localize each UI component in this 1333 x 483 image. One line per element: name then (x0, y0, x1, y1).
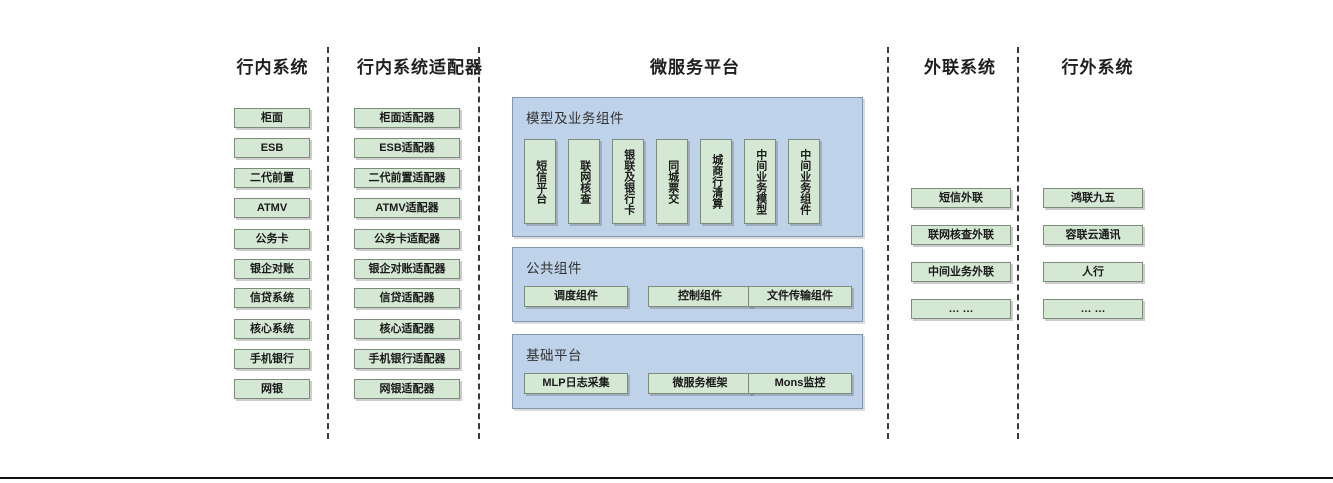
node-internal-adapter[interactable]: 信贷适配器 (354, 288, 460, 308)
node-model-component[interactable]: 中间业务模型 (744, 139, 776, 224)
node-external-liaison[interactable]: … … (911, 299, 1011, 319)
node-internal-adapter[interactable]: ESB适配器 (354, 138, 460, 158)
node-model-component[interactable]: 城商行清算 (700, 139, 732, 224)
node-internal-adapter[interactable]: ATMV适配器 (354, 198, 460, 218)
node-label: 中间业务组件 (798, 148, 811, 215)
node-internal-system[interactable]: 柜面 (234, 108, 310, 128)
column-title-external-liaison: 外联系统 (924, 58, 996, 77)
node-internal-system[interactable]: ATMV (234, 198, 310, 218)
node-internal-adapter[interactable]: 银企对账适配器 (354, 259, 460, 279)
node-internal-system[interactable]: 信贷系统 (234, 288, 310, 308)
node-model-component[interactable]: 银联及银行卡 (612, 139, 644, 224)
divider-2 (478, 47, 480, 439)
column-title-microservice-platform: 微服务平台 (650, 58, 740, 77)
node-base-platform-component[interactable]: MLP日志采集 (524, 373, 628, 394)
panel-public-components: 公共组件 (512, 247, 863, 322)
node-outside-system[interactable]: 鸿联九五 (1043, 188, 1143, 208)
node-internal-adapter[interactable]: 公务卡适配器 (354, 229, 460, 249)
node-outside-system[interactable]: 容联云通讯 (1043, 225, 1143, 245)
node-model-component[interactable]: 中间业务组件 (788, 139, 820, 224)
node-external-liaison[interactable]: 短信外联 (911, 188, 1011, 208)
node-model-component[interactable]: 短信平台 (524, 139, 556, 224)
node-internal-system[interactable]: 公务卡 (234, 229, 310, 249)
node-public-component[interactable]: 文件传输组件 (748, 286, 852, 307)
panel-title-public-components: 公共组件 (526, 261, 582, 276)
divider-3 (887, 47, 889, 439)
node-label: 短信平台 (534, 159, 547, 204)
node-external-liaison[interactable]: 中间业务外联 (911, 262, 1011, 282)
node-base-platform-component[interactable]: Mons监控 (748, 373, 852, 394)
node-internal-system[interactable]: 手机银行 (234, 349, 310, 369)
column-title-internal-systems: 行内系统 (236, 58, 309, 77)
node-internal-adapter[interactable]: 核心适配器 (354, 319, 460, 339)
node-internal-adapter[interactable]: 手机银行适配器 (354, 349, 460, 369)
node-label: 银联及银行卡 (622, 148, 635, 215)
column-title-outside-systems: 行外系统 (1061, 58, 1134, 77)
node-public-component[interactable]: 调度组件 (524, 286, 628, 307)
node-internal-adapter[interactable]: 柜面适配器 (354, 108, 460, 128)
node-internal-adapter[interactable]: 网银适配器 (354, 379, 460, 399)
node-model-component[interactable]: 同城票交 (656, 139, 688, 224)
node-model-component[interactable]: 联网核查 (568, 139, 600, 224)
panel-title-model-business-components: 模型及业务组件 (526, 111, 624, 126)
node-outside-system[interactable]: … … (1043, 299, 1143, 319)
node-internal-system[interactable]: 核心系统 (234, 319, 310, 339)
node-label: 联网核查 (578, 159, 591, 204)
bottom-divider (0, 477, 1333, 479)
panel-title-base-platform: 基础平台 (526, 348, 582, 363)
node-internal-adapter[interactable]: 二代前置适配器 (354, 168, 460, 188)
node-external-liaison[interactable]: 联网核查外联 (911, 225, 1011, 245)
divider-1 (327, 47, 329, 439)
node-outside-system[interactable]: 人行 (1043, 262, 1143, 282)
node-public-component[interactable]: 控制组件 (648, 286, 752, 307)
column-title-internal-adapters: 行内系统适配器 (357, 58, 483, 77)
node-internal-system[interactable]: 网银 (234, 379, 310, 399)
node-label: 中间业务模型 (754, 148, 767, 215)
divider-4 (1017, 47, 1019, 439)
node-internal-system[interactable]: 二代前置 (234, 168, 310, 188)
node-label: 同城票交 (666, 159, 679, 204)
node-internal-system[interactable]: ESB (234, 138, 310, 158)
node-internal-system[interactable]: 银企对账 (234, 259, 310, 279)
panel-base-platform: 基础平台 (512, 334, 863, 409)
node-base-platform-component[interactable]: 微服务框架 (648, 373, 752, 394)
node-label: 城商行清算 (710, 154, 723, 209)
